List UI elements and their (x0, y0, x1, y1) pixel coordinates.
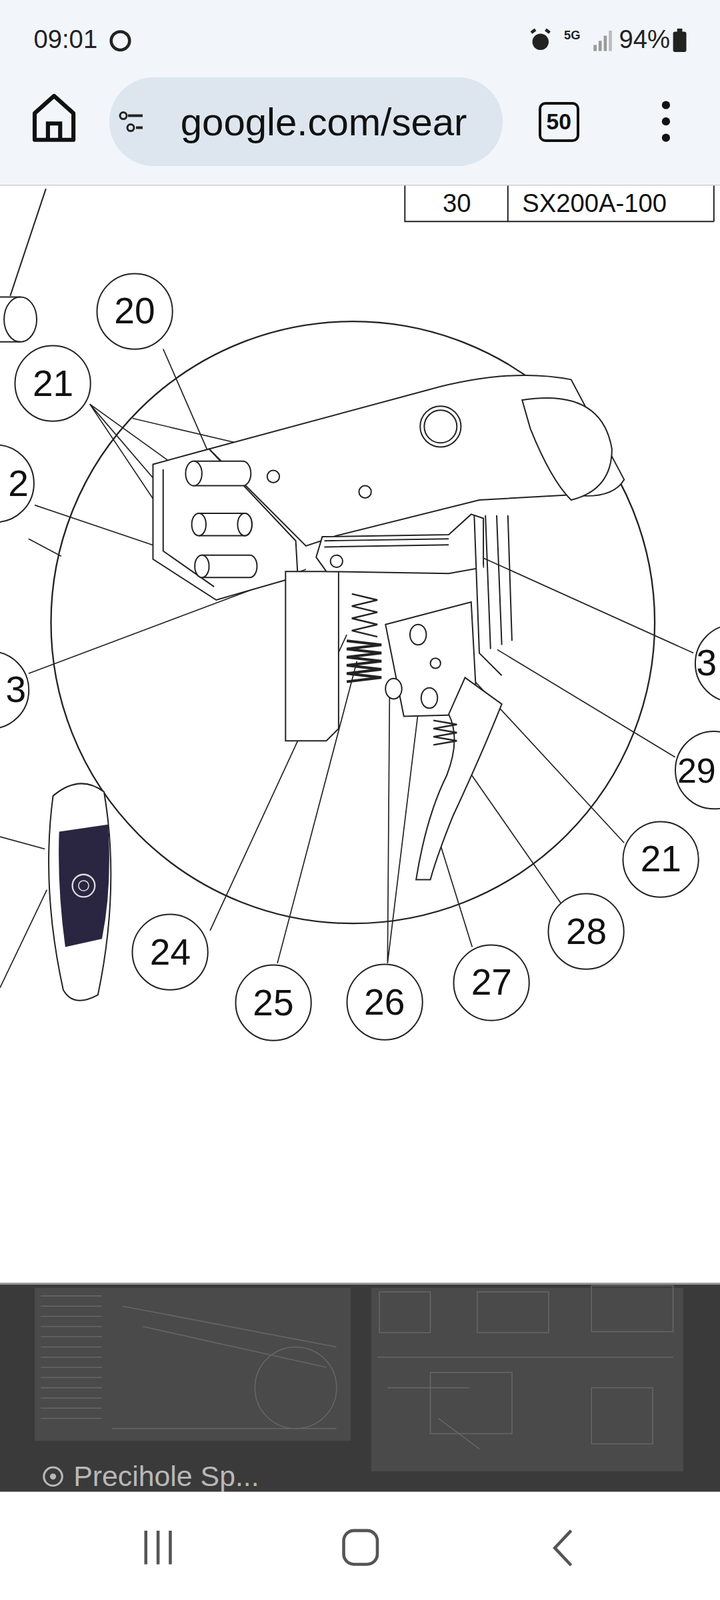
results-strip (0, 1284, 720, 1492)
url-bar: google.com/sear (109, 77, 503, 166)
strip-edge (0, 1282, 720, 1285)
callout-bubble: 21 (622, 820, 700, 898)
site-icon-dot (50, 1473, 56, 1480)
home-door (48, 123, 60, 140)
callout-number: 28 (566, 913, 607, 950)
site-icon (44, 1467, 63, 1486)
nav-bar (0, 1492, 720, 1600)
callout-number: 27 (471, 964, 512, 1001)
callout-number: 26 (364, 984, 405, 1021)
browser-chrome (0, 0, 720, 185)
result-title: Precihole Sp... (73, 1462, 260, 1491)
callout-bubble: 24 (131, 913, 209, 991)
callout-bubble: 29 (675, 731, 718, 809)
callout-number: 21 (640, 840, 682, 878)
home-icon (34, 96, 74, 140)
battery-icon (673, 28, 687, 52)
callout-bubble: 3 (3, 651, 29, 729)
callout-bubble: 21 (14, 344, 92, 422)
divider (0, 184, 720, 186)
callout-number: 2 (8, 465, 29, 502)
callout-number: 29 (677, 753, 716, 788)
network-type: 5G (564, 29, 580, 42)
callout-number: 20 (114, 292, 155, 330)
small-pins (385, 624, 441, 709)
callout-bubble: 20 (96, 272, 174, 350)
callout-bubble: 27 (452, 944, 530, 1022)
trigger-housing (285, 514, 512, 880)
clock: 09:01 (33, 26, 98, 52)
callout-number: 21 (32, 365, 74, 402)
signal-icon (593, 30, 612, 52)
callout-bubble: 25 (234, 964, 312, 1042)
home-button (344, 1530, 378, 1565)
sear-plate (152, 448, 298, 600)
callout-number: 3 (696, 644, 717, 682)
callout-bubble: 28 (547, 892, 625, 970)
tab-count: 50 (538, 102, 580, 142)
leader-lines (0, 348, 694, 988)
grip-panel (48, 783, 111, 1000)
callout-bubble: 3 (694, 624, 718, 702)
callout-number: 24 (150, 934, 191, 971)
alarm-icon (531, 29, 550, 50)
table-cell: 30 (442, 190, 472, 216)
url-text: google.com/sear (180, 102, 468, 142)
table-cell: SX200A-100 (522, 190, 667, 216)
parts-table-lines (404, 186, 714, 222)
tune-icon (109, 77, 150, 166)
recents-icon (146, 1530, 171, 1565)
menu-icon (662, 101, 670, 142)
callout-number: 25 (252, 984, 294, 1022)
detail-circle (50, 321, 655, 924)
sync-icon (111, 31, 130, 50)
callout-bubble: 26 (346, 963, 424, 1041)
thumbnail (34, 1288, 351, 1442)
battery-level: 94% (619, 26, 671, 52)
thumbnail (371, 1286, 684, 1472)
cylinder-part (0, 188, 46, 342)
tab-number: 50 (546, 110, 572, 134)
callout-bubble: 2 (3, 444, 34, 522)
springs (346, 594, 457, 746)
back-icon (554, 1530, 571, 1566)
callout-number: 3 (5, 671, 26, 708)
